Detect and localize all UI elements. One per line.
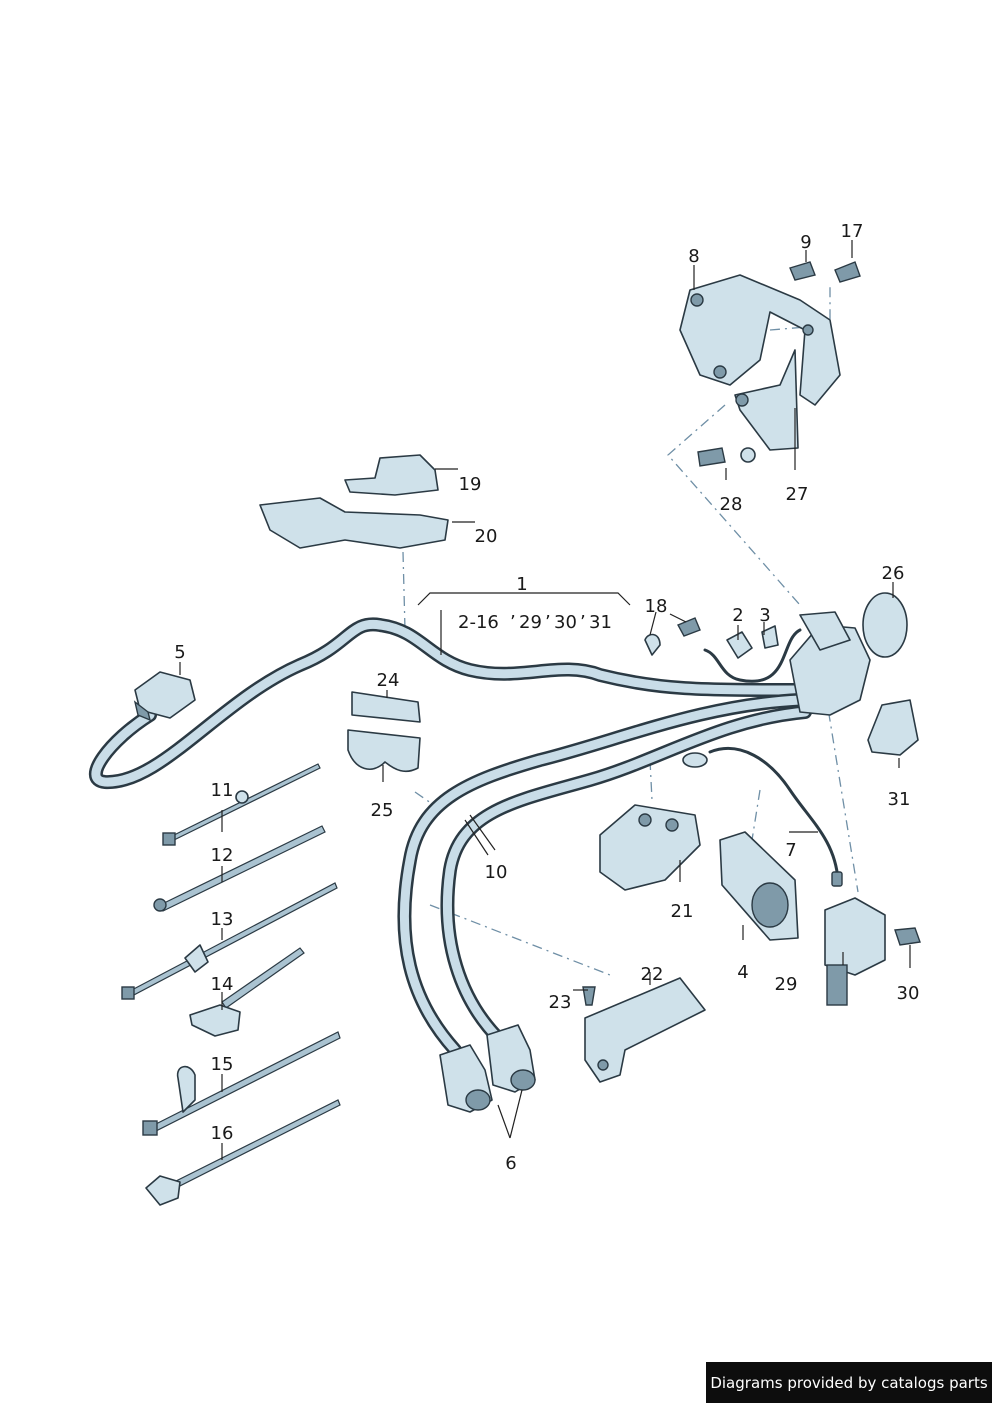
callout-24: 24 <box>377 670 400 691</box>
callout-8: 8 <box>688 246 699 267</box>
main-connector-housing <box>789 592 919 756</box>
callout-labels: 1 2-16 ’ 29 ’ 30 ’ 31 2 3 4 5 6 7 8 9 10… <box>174 221 919 1174</box>
cover-19-20 <box>259 454 449 549</box>
callout-7: 7 <box>785 840 796 861</box>
callout-19: 19 <box>459 474 482 495</box>
callout-1-separator-a: ’ <box>510 612 516 633</box>
callout-28: 28 <box>720 494 743 515</box>
callout-29: 29 <box>775 974 798 995</box>
leader-lines <box>179 240 911 1160</box>
callout-15: 15 <box>211 1054 234 1075</box>
callout-20: 20 <box>475 526 498 547</box>
callout-4: 4 <box>737 962 748 983</box>
callout-6: 6 <box>505 1153 516 1174</box>
callout-1-separator-b: ’ <box>545 612 551 633</box>
connectors-6 <box>439 1024 536 1113</box>
callout-16: 16 <box>211 1123 234 1144</box>
callout-14: 14 <box>211 974 234 995</box>
ground-ring-terminal <box>682 752 708 768</box>
small-parts-2-3-18 <box>644 617 779 659</box>
callout-3: 3 <box>759 605 770 626</box>
callout-5: 5 <box>174 642 185 663</box>
callout-11: 11 <box>211 780 234 801</box>
bracket-22 <box>582 977 706 1083</box>
callout-1-range: 2-16 <box>458 612 499 633</box>
callout-13: 13 <box>211 909 234 930</box>
footer-text: Diagrams provided by catalogs parts <box>710 1373 988 1392</box>
callout-1-c: 31 <box>589 612 612 633</box>
callout-1-a: 29 <box>519 612 542 633</box>
callout-23: 23 <box>549 992 572 1013</box>
callout-1-b: 30 <box>554 612 577 633</box>
callout-10: 10 <box>485 862 508 883</box>
callout-22: 22 <box>641 964 664 985</box>
clamp-24-25 <box>347 691 421 773</box>
attribution-footer: Diagrams provided by catalogs parts <box>706 1362 992 1403</box>
callout-30: 30 <box>897 983 920 1004</box>
callout-17: 17 <box>841 221 864 242</box>
callout-9: 9 <box>800 232 811 253</box>
callout-1-separator-c: ’ <box>580 612 586 633</box>
callout-26: 26 <box>882 563 905 584</box>
cable-ties <box>121 763 341 1206</box>
callout-1: 1 <box>516 574 527 595</box>
callout-21: 21 <box>671 901 694 922</box>
module-29 <box>824 897 921 1006</box>
callout-2: 2 <box>732 605 743 626</box>
callout-25: 25 <box>371 800 394 821</box>
bracket-21 <box>599 804 701 891</box>
callout-12: 12 <box>211 845 234 866</box>
callout-27: 27 <box>786 484 809 505</box>
callout-18: 18 <box>645 596 668 617</box>
housing-4 <box>719 831 799 941</box>
bracket-8-27 <box>679 261 861 467</box>
wiring-harness <box>88 617 843 1057</box>
connector-5 <box>133 671 196 722</box>
callout-31: 31 <box>888 789 911 810</box>
